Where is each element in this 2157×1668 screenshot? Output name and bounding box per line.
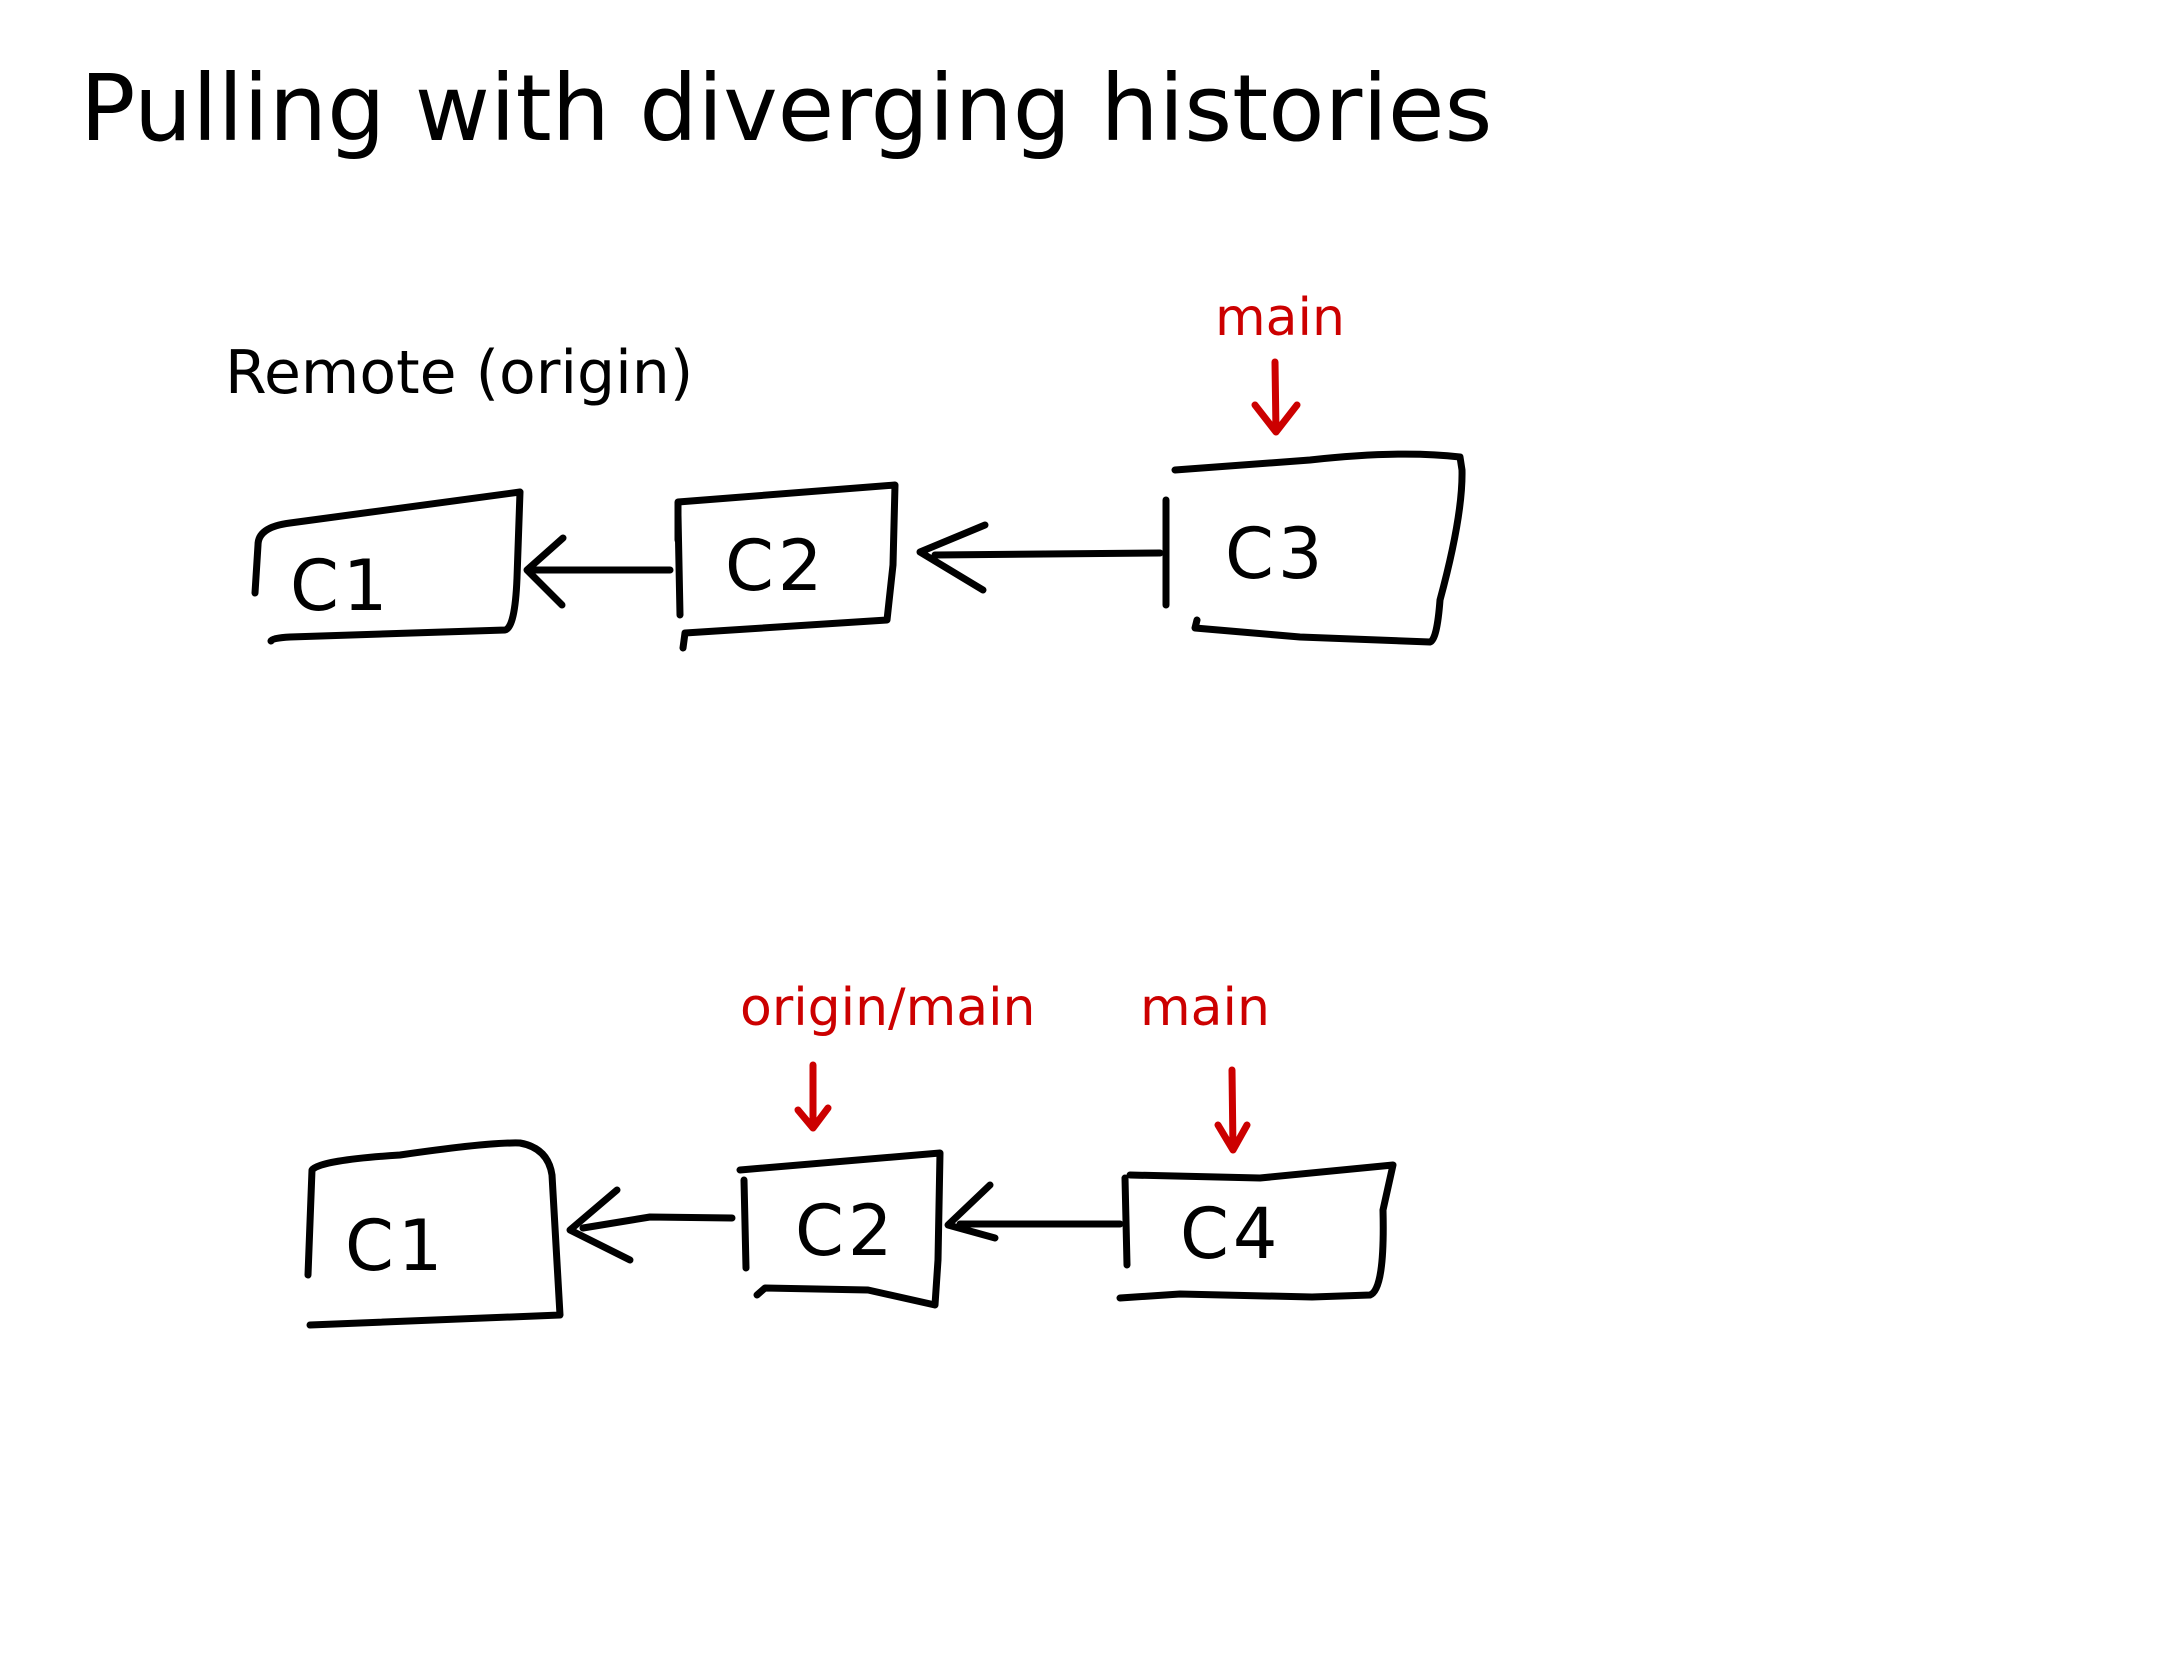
boundary-dash: [213, 1012, 220, 1027]
boundary-dash: [145, 482, 148, 548]
edge-line: [579, 1213, 736, 1232]
arrowhead: [566, 1186, 634, 1264]
boundary-dash: [1730, 937, 1810, 953]
boundary-dash: [460, 813, 565, 816]
group-local: C1 C2 C4 origin/main main: [168, 923, 1902, 1502]
commit-node: C2: [674, 481, 899, 652]
commit-edge: [944, 1174, 1131, 1269]
branch-ref: origin/main: [740, 978, 1036, 1132]
commit-node: C2: [736, 1149, 944, 1309]
commit-box: [736, 1149, 944, 1309]
boundary-dash: [1948, 445, 1952, 505]
commit-box: [1171, 450, 1466, 646]
boundary-dash: [154, 313, 155, 332]
boundary-dash: [730, 952, 835, 954]
commit-edge: [566, 1176, 750, 1272]
boundary-dash: [330, 1475, 425, 1502]
boundary-dash: [1380, 787, 1530, 794]
boundary-dash: [255, 813, 318, 816]
branch-label: main: [1140, 978, 1270, 1038]
arrow-down-icon: [1251, 358, 1301, 436]
edge-line: [931, 549, 1164, 559]
arrow-down-icon: [794, 1061, 832, 1132]
boundary-dash: [750, 783, 890, 798]
diagram-title: Pulling with diverging histories: [80, 55, 1492, 162]
boundary-dash: [1583, 1430, 1685, 1436]
commit-label: C1: [345, 1205, 446, 1287]
edge-tick: [1121, 1174, 1131, 1269]
commit-label: C2: [725, 525, 826, 607]
commit-label: C4: [1180, 1193, 1281, 1275]
boundary-dash: [1810, 1380, 1850, 1407]
boundary-dash: [218, 297, 290, 308]
boundary-dash: [168, 1172, 181, 1295]
branch-ref: main: [1215, 288, 1345, 436]
branch-label: origin/main: [740, 978, 1036, 1038]
boundary-dash: [263, 984, 320, 990]
commit-box: [674, 481, 899, 652]
boundary-dash: [500, 278, 665, 292]
boundary-dash: [1865, 975, 1880, 1010]
commit-label: C3: [1225, 513, 1326, 595]
boundary-dash: [1780, 275, 1810, 279]
commit-box: [251, 488, 524, 645]
boundary-dash: [1113, 930, 1195, 935]
arrowhead: [523, 534, 567, 609]
branch-label: main: [1215, 288, 1345, 348]
commit-node: C1: [251, 488, 524, 645]
commit-node: C4: [1116, 1161, 1397, 1302]
boundary-dash: [1888, 1225, 1893, 1285]
commit-edge: [523, 511, 684, 619]
branch-ref: main: [1140, 978, 1270, 1154]
commit-edge: [916, 496, 1170, 609]
commit-node: C3: [1171, 450, 1466, 646]
boundary-dash: [1505, 923, 1575, 924]
group-remote: Remote (origin) C1 C2 C3 main: [145, 270, 1965, 816]
boundary-dash: [895, 292, 1030, 295]
commit-label: C2: [795, 1190, 896, 1272]
commit-label: C1: [290, 545, 391, 627]
boundary-dash: [1790, 793, 1850, 802]
boundary-dash: [162, 628, 170, 680]
boundary-dash: [1885, 292, 1910, 312]
arrow-down-icon: [1214, 1066, 1251, 1154]
boundary-dash: [1898, 1075, 1902, 1140]
commit-box: [304, 1139, 564, 1329]
boundary-dash: [1040, 779, 1195, 785]
boundary-dash: [1575, 272, 1630, 275]
boundary-dash: [1300, 270, 1395, 275]
boundary-dash: [1930, 360, 1942, 377]
commit-box: [1116, 1161, 1397, 1302]
boundary-dash: [220, 1395, 250, 1430]
edge-tick: [740, 1176, 750, 1272]
group-remote-label: Remote (origin): [225, 338, 693, 408]
boundary-dash: [435, 972, 510, 980]
boundary-dash: [930, 1437, 1080, 1441]
boundary-dash: [1955, 605, 1965, 662]
boundary-dash: [603, 1458, 745, 1468]
arrowhead: [944, 1181, 999, 1242]
commit-node: C1: [304, 1139, 564, 1329]
boundary-dash: [1280, 1434, 1420, 1440]
boundary-dash: [1910, 763, 1942, 782]
arrowhead: [916, 521, 989, 594]
boundary-dash: [160, 775, 178, 798]
edge-tick: [674, 511, 684, 619]
